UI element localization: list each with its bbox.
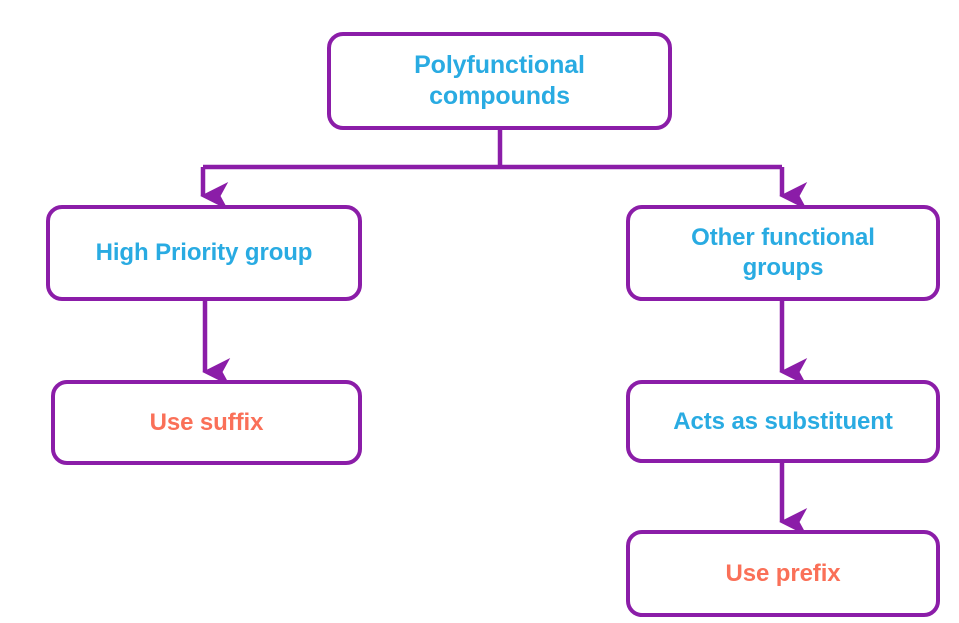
node-use-prefix: Use prefix bbox=[626, 530, 940, 617]
node-high-priority-group: High Priority group bbox=[46, 205, 362, 301]
node-acts-as-substituent: Acts as substituent bbox=[626, 380, 940, 463]
node-label-use-prefix: Use prefix bbox=[725, 559, 841, 587]
node-label-acts-as-substituent: Acts as substituent bbox=[673, 407, 893, 435]
node-label-other-functional-groups: Other functional groups bbox=[691, 224, 875, 281]
node-label-use-suffix: Use suffix bbox=[149, 408, 264, 436]
node-label-high-priority-group: High Priority group bbox=[95, 239, 313, 267]
node-polyfunctional-compounds: Polyfunctional compounds bbox=[327, 32, 672, 130]
node-other-functional-groups: Other functional groups bbox=[626, 205, 940, 301]
node-use-suffix: Use suffix bbox=[51, 380, 362, 465]
node-label-polyfunctional-compounds: Polyfunctional compounds bbox=[414, 51, 585, 110]
